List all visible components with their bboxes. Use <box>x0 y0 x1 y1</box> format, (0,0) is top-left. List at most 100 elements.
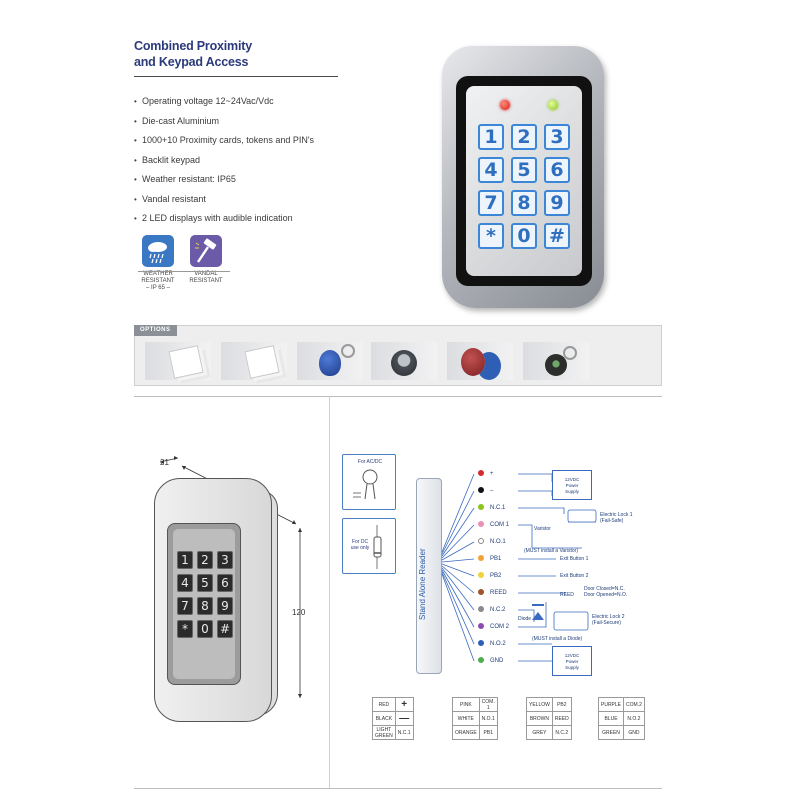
keypad-key: 6 <box>544 157 570 183</box>
keypad-keys: 1 2 3 4 5 6 7 8 9 * 0 # <box>478 124 570 249</box>
bullet-icon: • <box>134 136 137 145</box>
drawing-key: 2 <box>197 551 213 569</box>
wire-color-dot <box>478 470 484 477</box>
options-strip: OPTIONS <box>134 325 662 386</box>
title-line-2: and Keypad Access <box>134 55 249 69</box>
feature-item: •Backlit keypad <box>134 153 314 173</box>
wire-nc1: N.C.1 <box>478 503 505 513</box>
keypad-key: 1 <box>478 124 504 150</box>
keypad-key: 7 <box>478 190 504 216</box>
weather-badge: WEATHER RESISTANT – IP 65 – <box>138 235 178 292</box>
feature-item: •1000+10 Proximity cards, tokens and PIN… <box>134 133 314 153</box>
drawing-keys: 1 2 3 4 5 6 7 8 9 * 0 # <box>177 551 233 638</box>
drawing-key: 3 <box>217 551 233 569</box>
title-divider <box>134 76 338 77</box>
feature-list: •Operating voltage 12~24Vac/Vdc •Die-cas… <box>134 94 314 231</box>
certification-badges: WEATHER RESISTANT – IP 65 – VANDAL RESIS… <box>138 235 230 303</box>
feature-item: •Weather resistant: IP65 <box>134 172 314 192</box>
hammer-icon <box>190 235 222 267</box>
door-state-note: Door Closed=N.C. Door Opened=N.O. <box>584 586 628 598</box>
must-diode-note: (MUST install a Diode) <box>532 636 583 642</box>
bullet-icon: • <box>134 194 137 204</box>
wire-color-dot <box>478 504 484 511</box>
keypad-product-photo: 1 2 3 4 5 6 7 8 9 * 0 # <box>438 42 608 312</box>
option-proximity-card <box>145 342 211 380</box>
wiring-diagram: For AC/DC For DC use only Stand Alone Re… <box>338 452 658 682</box>
ac-dc-varistor-box: For AC/DC <box>342 454 396 510</box>
keypad-plate: 1 2 3 4 5 6 7 8 9 * 0 # <box>466 86 582 276</box>
drawing-key: 4 <box>177 574 193 592</box>
bullet-icon: • <box>134 155 137 165</box>
option-black-fob <box>523 342 589 380</box>
wire-color-dot <box>478 640 484 647</box>
varistor-label: Varistor <box>534 526 551 532</box>
weather-icon <box>142 235 174 267</box>
drawing-key: * <box>177 620 193 638</box>
reed-label: REED <box>560 592 574 598</box>
feature-item: •2 LED displays with audible indication <box>134 211 314 231</box>
exit-button-2-label: Exit Button 2 <box>560 573 589 579</box>
keypad-key: 9 <box>544 190 570 216</box>
drawing-key: 6 <box>217 574 233 592</box>
wire-color-dot <box>478 589 484 596</box>
wire-color-dot <box>478 623 484 630</box>
drawing-key: 5 <box>197 574 213 592</box>
option-proximity-card <box>221 342 287 380</box>
keypad-housing: 1 2 3 4 5 6 7 8 9 * 0 # <box>442 46 604 308</box>
wire-gnd: GND <box>478 656 503 666</box>
wire-no1: N.O.1 <box>478 537 506 547</box>
wire-nc2: N.C.2 <box>478 605 505 615</box>
wire-color-dot <box>478 572 484 579</box>
power-supply-bottom: 12VDC Power Supply <box>552 646 592 676</box>
dimension-drawing: 21 7 6 120 1 2 3 4 5 6 7 8 9 * 0 # <box>138 452 308 727</box>
product-title: Combined Proximity and Keypad Access <box>134 38 252 70</box>
bullet-icon: • <box>134 116 137 126</box>
bullet-icon: • <box>134 214 137 223</box>
options-label: OPTIONS <box>134 325 177 336</box>
wire-pb1: PB1 <box>478 554 501 564</box>
power-supply-top: 12VDC Power Supply <box>552 470 592 500</box>
lock2-label: Electric Lock 2 (Fail-Secure) <box>592 614 625 626</box>
keypad-key: 2 <box>511 124 537 150</box>
exit-button-1-label: Exit Button 1 <box>560 556 589 562</box>
option-red-blue-fobs <box>447 342 513 380</box>
wire-com1: COM 1 <box>478 520 509 530</box>
bullet-icon: • <box>134 97 137 106</box>
title-line-1: Combined Proximity <box>134 39 252 53</box>
feature-item: •Die-cast Aluminium <box>134 114 314 134</box>
red-led-icon <box>500 100 510 110</box>
keypad-frame-outline: 1 2 3 4 5 6 7 8 9 * 0 # <box>167 523 241 685</box>
wire-color-dot <box>478 521 484 528</box>
wire-black: – <box>478 486 493 496</box>
height-dimension: 120 <box>292 608 306 617</box>
section-divider <box>134 788 662 789</box>
drawing-key: 7 <box>177 597 193 615</box>
must-varistor-note: (MUST install a Varistor) <box>524 548 578 554</box>
wire-color-dot <box>478 657 484 664</box>
dc-diode-box: For DC use only <box>342 518 396 574</box>
keypad-key: 3 <box>544 124 570 150</box>
vandal-badge: VANDAL RESISTANT <box>186 235 226 285</box>
keypad-key: 8 <box>511 190 537 216</box>
keypad-key: 0 <box>511 223 537 249</box>
lock1-label: Electric Lock 1 (Fail-Safe) <box>600 512 633 524</box>
drawing-key: 1 <box>177 551 193 569</box>
feature-item: •Operating voltage 12~24Vac/Vdc <box>134 94 314 114</box>
wire-color-dot <box>478 538 484 545</box>
wire-com2: COM 2 <box>478 622 509 632</box>
keypad-key: # <box>544 223 570 249</box>
wire-no2: N.O.2 <box>478 639 506 649</box>
wire-red: + <box>478 469 494 479</box>
badges-divider <box>138 271 230 272</box>
section-divider <box>134 396 662 397</box>
option-grey-tag <box>371 342 437 380</box>
green-led-icon <box>548 100 558 110</box>
drawing-key: # <box>217 620 233 638</box>
keypad-key: * <box>478 223 504 249</box>
housing-front-outline: 1 2 3 4 5 6 7 8 9 * 0 # <box>154 478 272 722</box>
diode-icon <box>373 525 382 569</box>
